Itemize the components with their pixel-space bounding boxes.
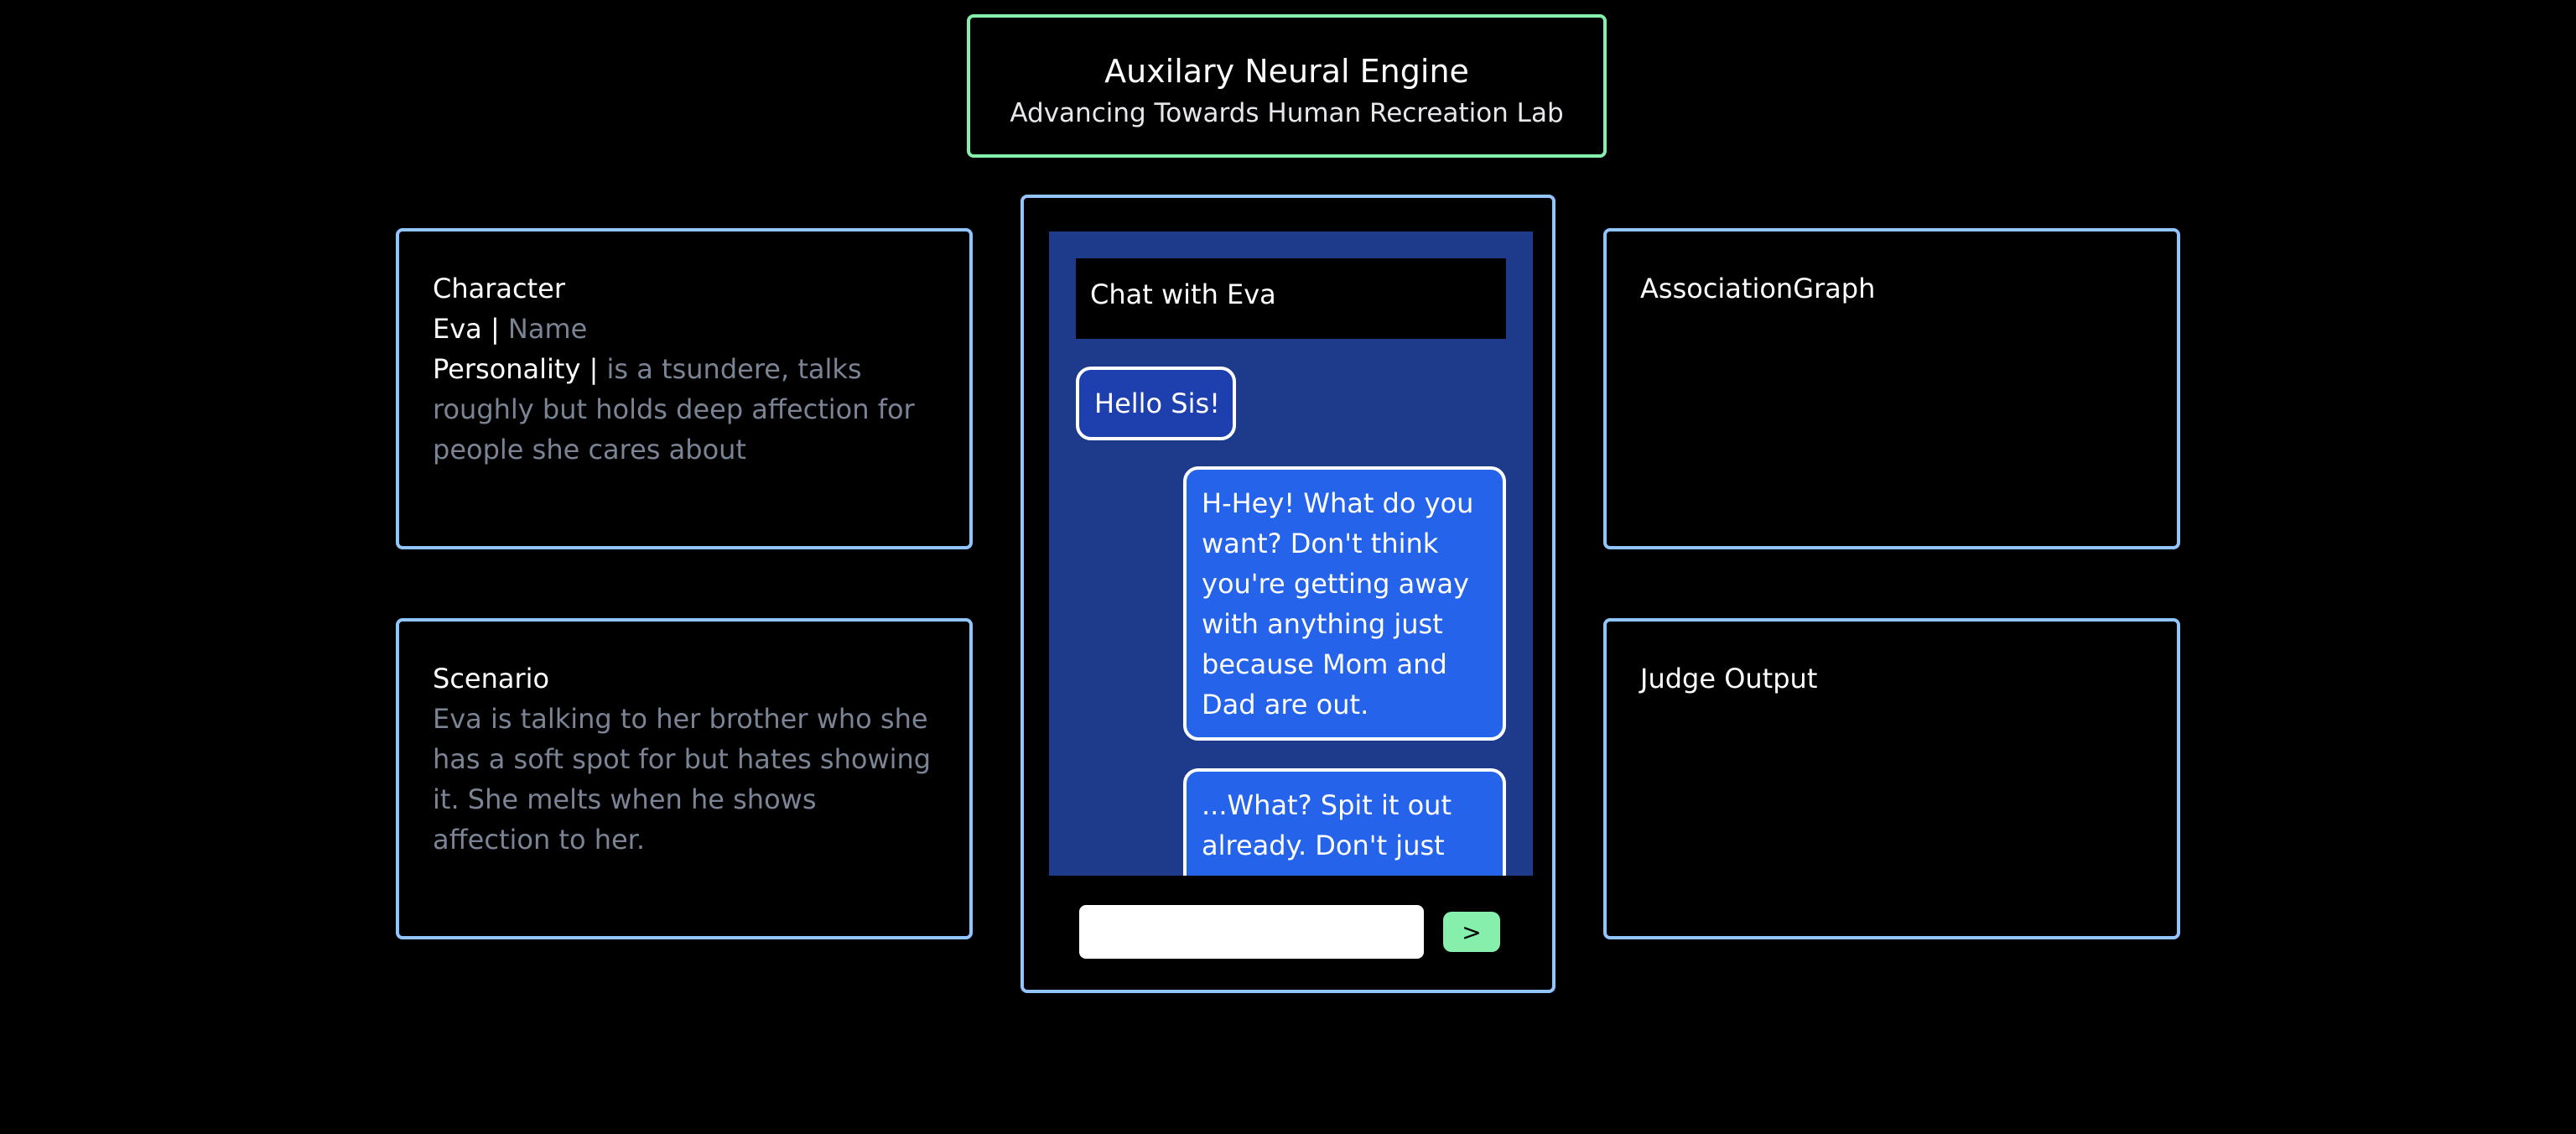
personality-separator: | — [580, 353, 607, 385]
personality-value[interactable]: is a tsundere, talks roughly but holds d… — [433, 353, 915, 466]
chat-message-user: Hello Sis! — [1076, 367, 1236, 440]
association-graph-panel: AssociationGraph — [1603, 228, 2180, 549]
scenario-heading: Scenario — [433, 663, 550, 694]
send-button[interactable]: > — [1443, 912, 1500, 952]
judge-output-panel: Judge Output — [1603, 618, 2180, 939]
chat-input[interactable] — [1079, 905, 1424, 959]
chat-message-bot: ...What? Spit it out already. Don't just — [1183, 768, 1506, 876]
scenario-panel: Scenario Eva is talking to her brother w… — [396, 618, 973, 939]
character-name-value[interactable]: Eva — [433, 313, 482, 345]
association-graph-heading: AssociationGraph — [1640, 273, 1876, 304]
character-heading: Character — [433, 273, 565, 304]
chat-message-bot: H-Hey! What do you want? Don't think you… — [1183, 466, 1506, 741]
app-subtitle: Advancing Towards Human Recreation Lab — [1010, 97, 1564, 128]
app-title: Auxilary Neural Engine — [1104, 53, 1469, 90]
app-header: Auxilary Neural Engine Advancing Towards… — [967, 14, 1607, 158]
scenario-text[interactable]: Eva is talking to her brother who she ha… — [433, 703, 932, 856]
personality-label: Personality — [433, 353, 581, 385]
character-name-placeholder[interactable]: Name — [507, 313, 588, 345]
chat-title: Chat with Eva — [1076, 258, 1506, 339]
chat-panel: Chat with Eva Hello Sis! H-Hey! What do … — [1021, 195, 1555, 993]
character-panel: Character Eva | Name Personality | is a … — [396, 228, 973, 549]
judge-output-heading: Judge Output — [1640, 663, 1818, 694]
character-name-separator: | — [481, 313, 508, 345]
character-personality-row: Personality | is a tsundere, talks rough… — [433, 349, 936, 470]
chat-window[interactable]: Chat with Eva Hello Sis! H-Hey! What do … — [1049, 231, 1533, 876]
character-name-row: Eva | Name — [433, 309, 936, 349]
